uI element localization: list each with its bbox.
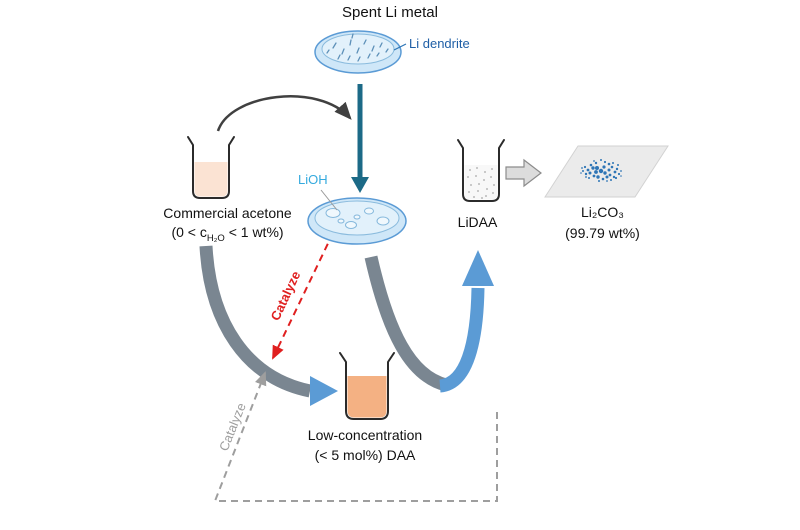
acetone-to-daa-arrow [199, 245, 338, 406]
lidaa-label: LiDAA [457, 214, 498, 230]
li2co3-plate [544, 145, 669, 198]
catalyze-lidaa-path [213, 371, 498, 502]
li2co3-scatter-icon [580, 159, 622, 182]
lioh-pointer [320, 189, 338, 211]
daa-label-line2: (< 5 mol%) DAA [314, 447, 416, 463]
li-dendrites-icon [326, 33, 389, 62]
acetone-liquid [194, 162, 228, 197]
drop-li-arrow [351, 84, 369, 193]
acetone-water-content-label: (0 < cH₂O < 1 wt%) [130, 224, 325, 245]
lidaa-powder [464, 165, 498, 200]
daa-to-lidaa-arrow [364, 250, 494, 393]
li2co3-purity-label: (99.79 wt%) [565, 225, 640, 241]
lidaa-speckles-icon [467, 167, 495, 199]
acetone-formula-pre: (0 < c [171, 224, 207, 240]
spent-li-metal-label: Spent Li metal [342, 4, 438, 21]
reaction-dish [307, 197, 407, 245]
lioh-label: LiOH [298, 172, 328, 187]
li2co3-label: Li₂CO₃ [580, 204, 625, 220]
li-dendrite-pointer [393, 43, 407, 51]
daa-label-line1: Low-concentration [307, 427, 423, 443]
daa-beaker [339, 352, 395, 420]
acetone-beaker [187, 136, 235, 199]
lioh-droplets-icon [325, 207, 390, 229]
lidaa-beaker [457, 139, 505, 202]
li-dendrite-label: Li dendrite [409, 36, 470, 51]
acetone-formula-sub: H₂O [206, 232, 225, 244]
transfer-arrow-icon [505, 158, 542, 188]
spent-li-dish [314, 30, 402, 74]
daa-liquid [347, 376, 387, 418]
commercial-acetone-label: Commercial acetone [163, 205, 292, 221]
pour-acetone-arrow [216, 95, 352, 132]
acetone-formula-post: < 1 wt%) [224, 224, 284, 240]
